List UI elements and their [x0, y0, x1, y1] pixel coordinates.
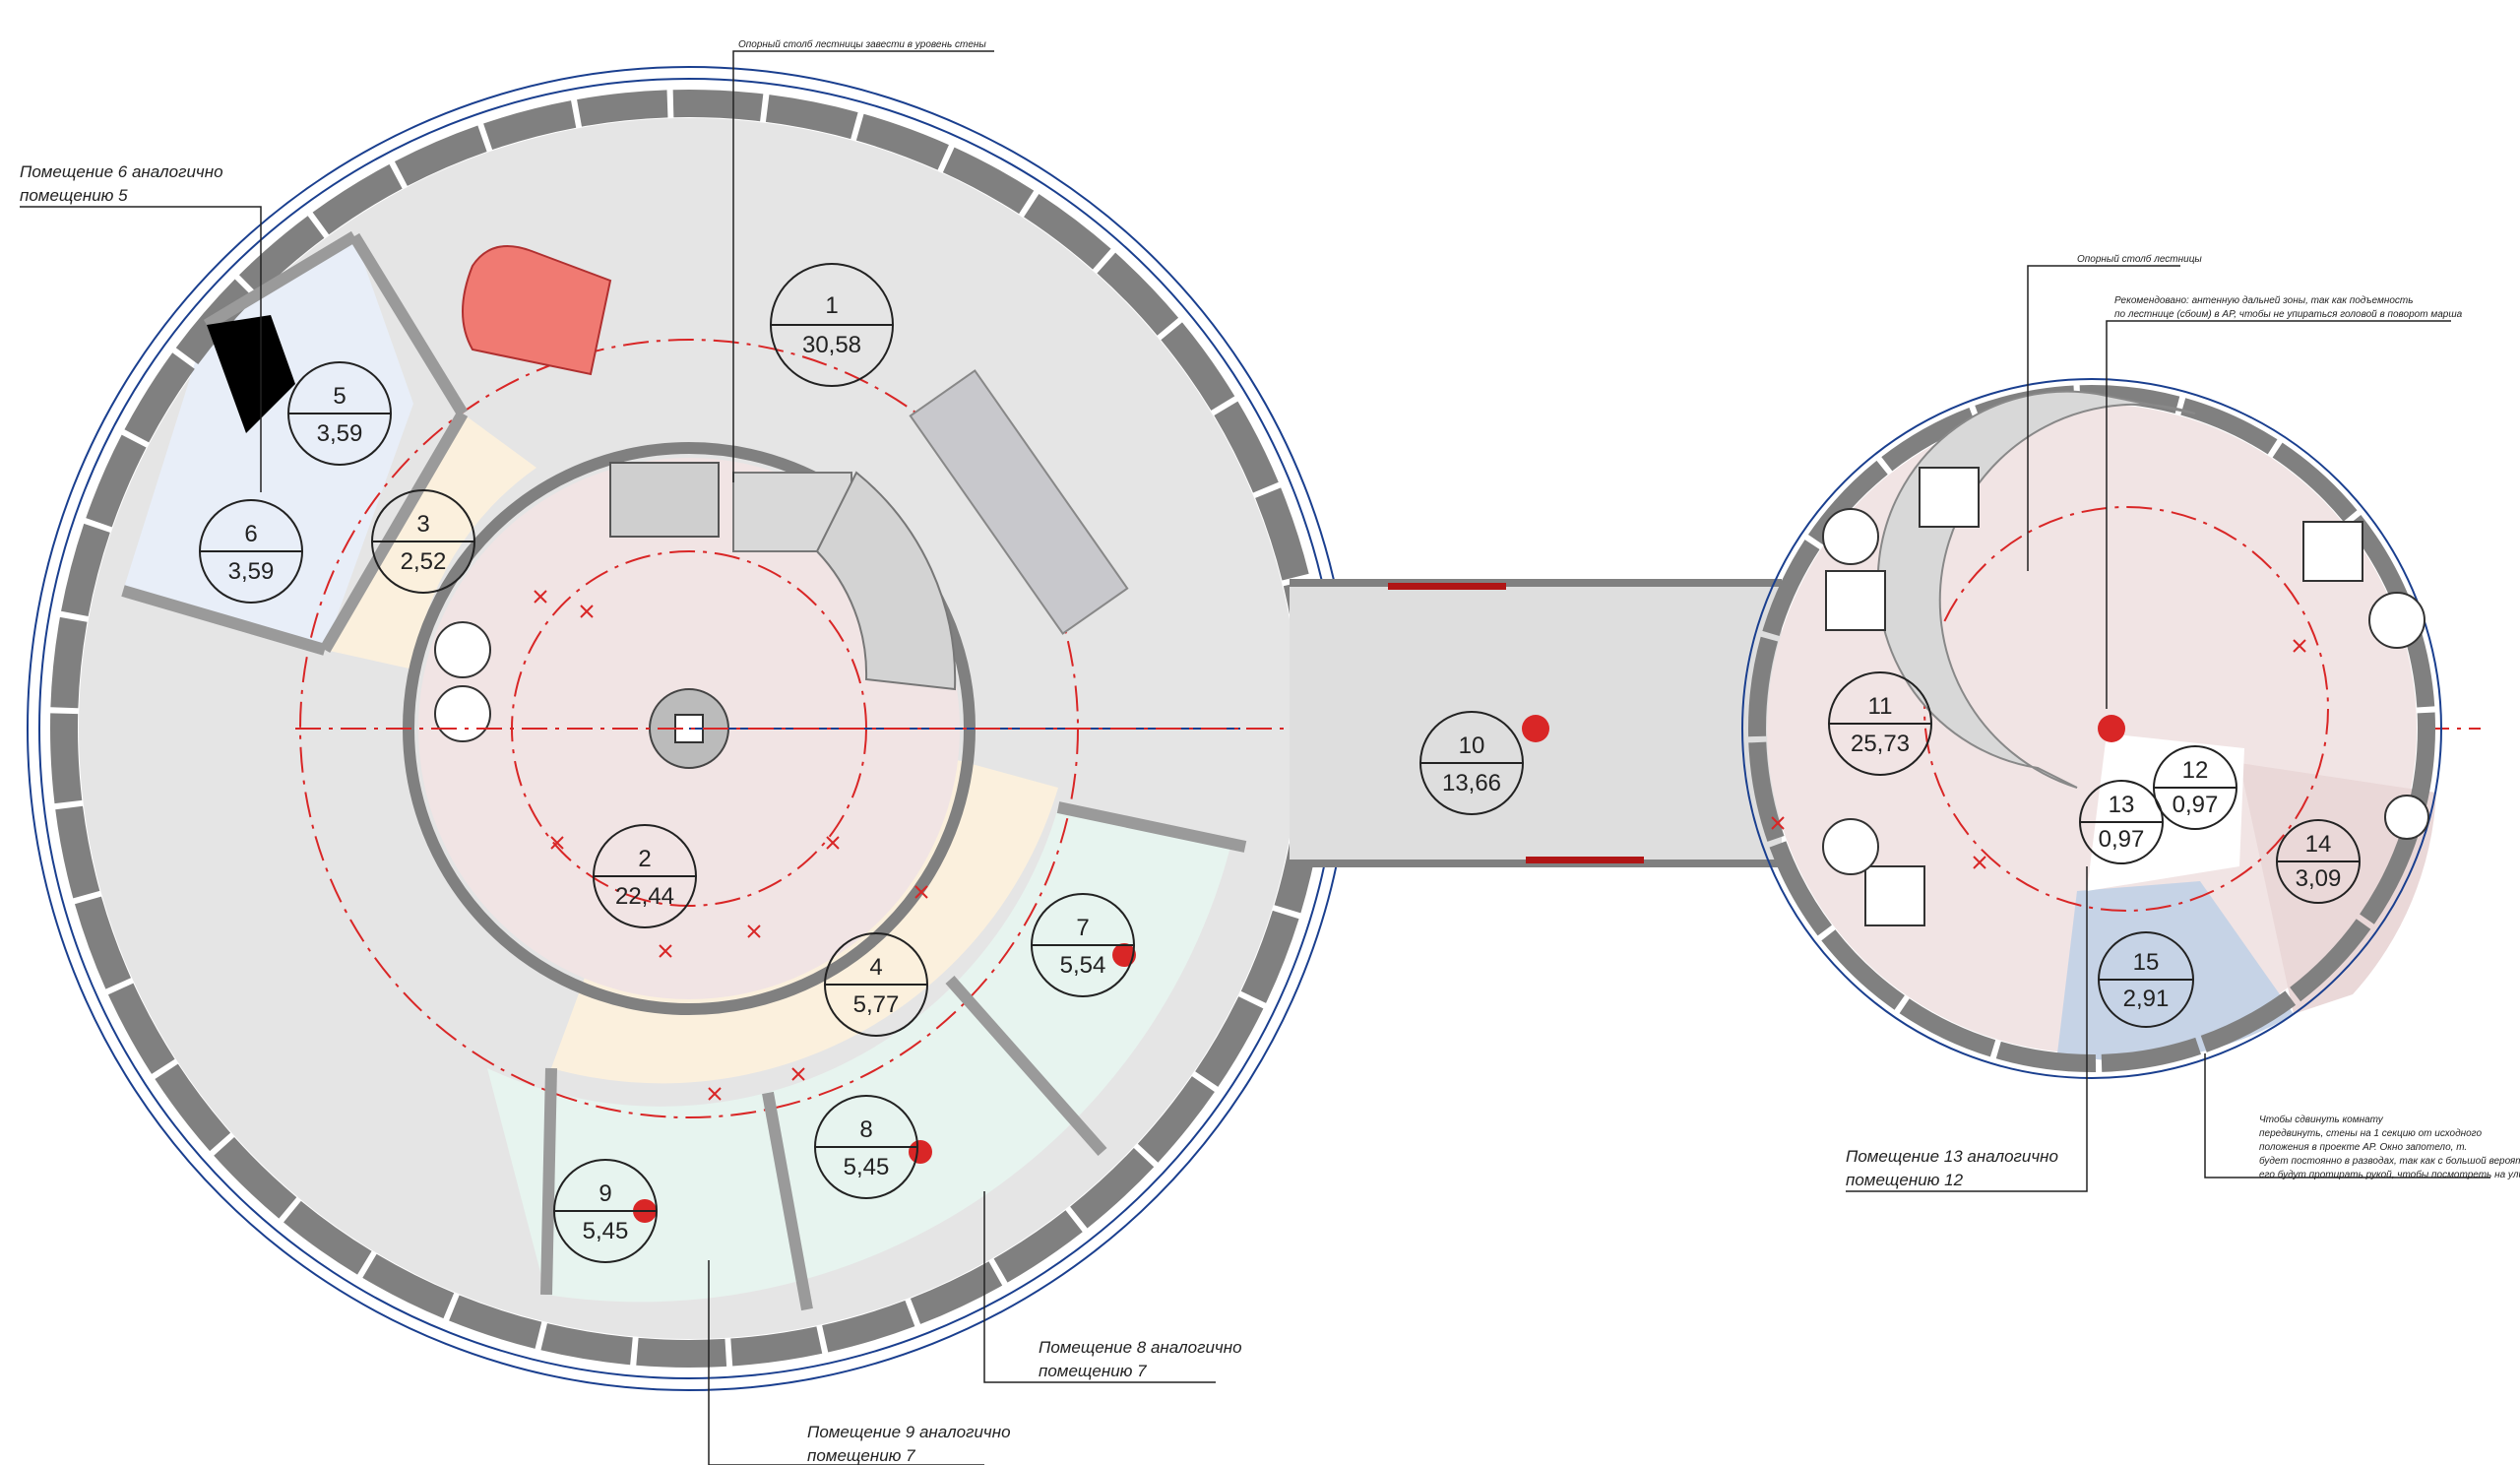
piano	[462, 245, 612, 376]
svg-text:помещению 7: помещению 7	[807, 1446, 915, 1465]
room-labels: 1 30,58 2 22,44 3 2,52 4 5,77 5 3,59	[199, 263, 2361, 1263]
room-label-1: 1 30,58	[770, 263, 894, 387]
room-area: 25,73	[1851, 731, 1910, 757]
room-label-15: 15 2,91	[2098, 931, 2194, 1028]
note-stair-column-left: Опорный столб лестницы завести в уровень…	[732, 38, 994, 482]
right-dimension	[1741, 378, 2442, 1079]
room-number: 6	[244, 521, 257, 547]
room-label-12: 12 0,97	[2153, 745, 2237, 830]
room-label-8: 8 5,45	[814, 1095, 918, 1199]
svg-text:передвинуть, стены на 1 секцию: передвинуть, стены на 1 секцию от исходн…	[2259, 1128, 2482, 1139]
svg-text:будет постоянно в разводах, та: будет постоянно в разводах, так как с бо…	[2259, 1155, 2520, 1167]
svg-text:Помещение 13 аналогично: Помещение 13 аналогично	[1846, 1147, 2058, 1166]
rooms-7-9-fill	[487, 807, 1230, 1303]
room-area: 22,44	[615, 883, 674, 910]
svg-text:Помещение 6 аналогично: Помещение 6 аналогично	[20, 162, 223, 181]
table	[909, 369, 1129, 635]
room-number: 5	[333, 383, 346, 410]
room-area: 2,91	[2123, 986, 2170, 1012]
room-number: 13	[2109, 792, 2135, 818]
stair-left	[609, 462, 957, 691]
room-number: 1	[825, 292, 838, 319]
round-table	[434, 685, 491, 742]
notes: Помещение 6 аналогично помещению 5 Помещ…	[20, 38, 2520, 1465]
note-room-9: Помещение 9 аналогично помещению 7	[708, 1260, 1011, 1465]
svg-text:Опорный столб лестницы завести: Опорный столб лестницы завести в уровень…	[738, 38, 986, 50]
right-zone-circle	[1923, 506, 2329, 912]
rooms-5-6-fill	[123, 236, 413, 650]
room-label-11: 11 25,73	[1828, 671, 1932, 776]
room-12-13-fill	[2087, 733, 2244, 891]
room-number: 11	[1868, 693, 1893, 720]
room-label-3: 3 2,52	[371, 489, 475, 594]
round-table	[434, 621, 491, 678]
room-number: 3	[416, 511, 429, 538]
room-area: 5,45	[583, 1218, 629, 1244]
room-label-6: 6 3,59	[199, 499, 303, 604]
room-number: 8	[859, 1116, 872, 1143]
room-area: 5,45	[844, 1154, 890, 1180]
room-area: 3,59	[317, 420, 363, 447]
x-marks	[534, 590, 2306, 1101]
room-number: 4	[869, 954, 882, 981]
room-label-14: 14 3,09	[2276, 819, 2361, 904]
svg-text:положения в проекте АР. Окно з: положения в проекте АР. Окно запотело, т…	[2259, 1142, 2467, 1153]
svg-text:Опорный столб лестницы: Опорный столб лестницы	[2077, 253, 2202, 265]
room-area: 5,77	[853, 991, 900, 1018]
room-number: 12	[2182, 757, 2209, 784]
room-area: 0,97	[2173, 792, 2219, 818]
note-right-recommendation: Рекомендовано: антенную дальней зоны, та…	[2106, 295, 2463, 709]
room-number: 9	[598, 1180, 611, 1207]
svg-text:по лестнице (сбоим) в АР, чтоб: по лестнице (сбоим) в АР, чтобы не упира…	[2114, 308, 2463, 320]
armchairs	[1825, 467, 2363, 926]
room-area: 2,52	[401, 548, 447, 575]
room-number: 10	[1459, 732, 1485, 759]
room-label-5: 5 3,59	[287, 361, 392, 466]
room-number: 15	[2133, 949, 2160, 976]
note-room-13: Помещение 13 аналогично помещению 12	[1846, 866, 2088, 1192]
svg-text:Помещение 8 аналогично: Помещение 8 аналогично	[1039, 1338, 1242, 1357]
right-building	[1741, 378, 2442, 1079]
svg-text:помещению 7: помещению 7	[1039, 1362, 1147, 1380]
room-area: 0,97	[2099, 826, 2145, 853]
room-area: 3,09	[2296, 865, 2342, 892]
room-number: 2	[638, 846, 651, 872]
room-number: 14	[2305, 831, 2332, 858]
room-area: 30,58	[802, 332, 861, 358]
room-label-2: 2 22,44	[593, 824, 697, 928]
room-label-10: 10 13,66	[1419, 711, 1524, 815]
room-number: 7	[1076, 915, 1089, 941]
room-area: 5,54	[1060, 952, 1106, 979]
room-5-wet-zone	[207, 315, 295, 433]
room-area: 13,66	[1442, 770, 1501, 796]
note-room-6: Помещение 6 аналогично помещению 5	[20, 162, 262, 492]
room-label-4: 4 5,77	[824, 932, 928, 1037]
left-building	[27, 66, 2481, 1391]
room-label-13: 13 0,97	[2079, 780, 2164, 864]
svg-text:Помещение 9 аналогично: Помещение 9 аналогично	[807, 1423, 1011, 1441]
round-tables-right	[1822, 508, 2429, 875]
room-label-7: 7 5,54	[1031, 893, 1135, 997]
svg-text:Рекомендовано: антенную дальне: Рекомендовано: антенную дальней зоны, та…	[2114, 295, 2413, 306]
partition-walls	[121, 230, 1247, 1311]
room-label-9: 9 5,45	[553, 1159, 658, 1263]
svg-text:помещению 5: помещению 5	[20, 186, 128, 205]
note-stair-column-right: Опорный столб лестницы	[2027, 253, 2202, 571]
svg-text:его будут протирать рукой, что: его будут протирать рукой, чтобы посмотр…	[2259, 1169, 2520, 1180]
svg-text:помещению 12: помещению 12	[1846, 1171, 1964, 1189]
room-area: 3,59	[228, 558, 275, 585]
note-window: Чтобы сдвинуть комнату передвинуть, стен…	[2204, 1053, 2520, 1180]
svg-text:Чтобы сдвинуть комнату: Чтобы сдвинуть комнату	[2259, 1114, 2384, 1125]
note-room-8: Помещение 8 аналогично помещению 7	[983, 1191, 1242, 1383]
